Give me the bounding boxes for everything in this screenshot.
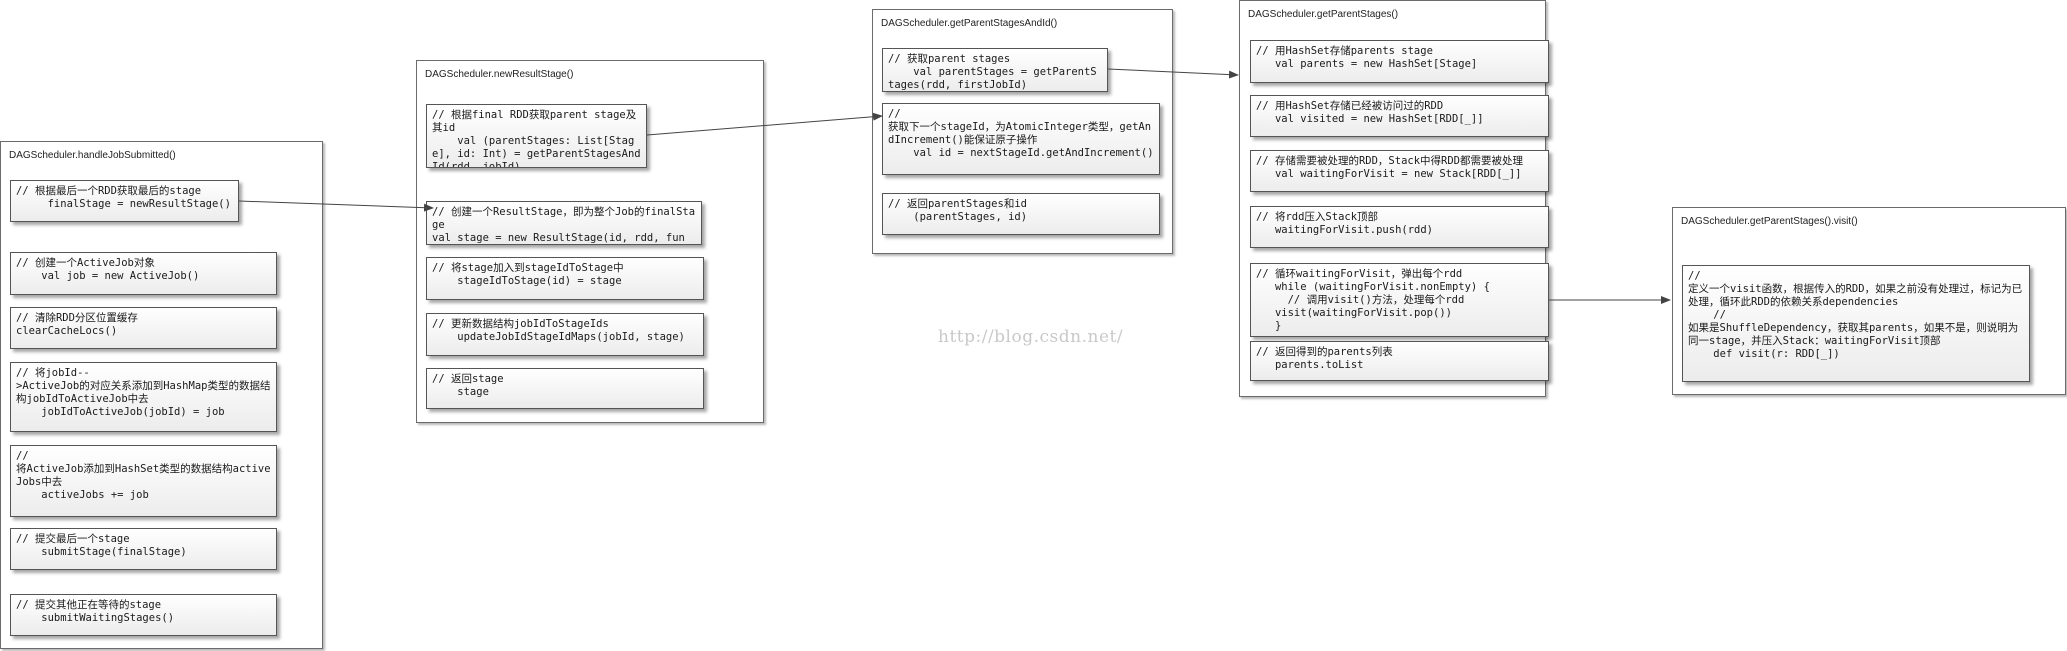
watermark: http://blog.csdn.net/ [938, 327, 1124, 347]
next-stage-id-box: // 获取下一个stageId，为AtomicInteger类型，getAndI… [882, 103, 1160, 175]
submit-waiting-stages-box: // 提交其他正在等待的stage submitWaitingStages() [10, 594, 277, 636]
stage-id-to-stage-box: // 将stage加入到stageIdToStage中 stageIdToSta… [426, 257, 704, 300]
push-rdd-box: // 将rdd压入Stack顶部 waitingForVisit.push(rd… [1250, 206, 1549, 248]
create-result-stage-box: // 创建一个ResultStage，即为整个Job的finalStage va… [426, 201, 702, 245]
final-stage-box: // 根据最后一个RDD获取最后的stage finalStage = newR… [10, 180, 239, 222]
job-id-to-active-job-box: // 将jobId-- >ActiveJob的对应关系添加到HashMap类型的… [10, 362, 277, 432]
panel-title: DAGScheduler.getParentStages().visit() [1681, 216, 1858, 227]
return-parents-list-box: // 返回得到的parents列表 parents.toList [1250, 341, 1549, 381]
panel-title: DAGScheduler.newResultStage() [425, 69, 574, 80]
parents-hashset-box: // 用HashSet存储parents stage val parents =… [1250, 40, 1549, 83]
get-parent-stages-call-box: // 根据final RDD获取parent stage及其id val (pa… [426, 104, 647, 168]
active-jobs-box: // 将ActiveJob添加到HashSet类型的数据结构activeJobs… [10, 445, 277, 517]
return-parent-stages-box: // 返回parentStages和id (parentStages, id) [882, 193, 1160, 235]
visited-hashset-box: // 用HashSet存储已经被访问过的RDD val visited = ne… [1250, 95, 1549, 137]
create-active-job-box: // 创建一个ActiveJob对象 val job = new ActiveJ… [10, 252, 277, 295]
update-job-id-stage-id-maps-box: // 更新数据结构jobIdToStageIds updateJobIdStag… [426, 313, 704, 356]
waiting-for-visit-stack-box: // 存储需要被处理的RDD，Stack中得RDD都需要被处理 val wait… [1250, 150, 1549, 192]
submit-stage-box: // 提交最后一个stage submitStage(finalStage) [10, 528, 277, 570]
while-loop-box: // 循环waitingForVisit，弹出每个rdd while (wait… [1250, 263, 1549, 337]
panel-title: DAGScheduler.getParentStages() [1248, 9, 1399, 20]
panel-title: DAGScheduler.getParentStagesAndId() [881, 18, 1058, 29]
visit-function-box: // 定义一个visit函数，根据传入的RDD，如果之前没有处理过，标记为已处理… [1682, 265, 2030, 382]
get-parent-stages-box: // 获取parent stages val parentStages = ge… [882, 48, 1108, 92]
clear-cache-locs-box: // 清除RDD分区位置缓存 clearCacheLocs() [10, 307, 277, 349]
panel-title: DAGScheduler.handleJobSubmitted() [9, 150, 176, 161]
return-stage-box: // 返回stage stage [426, 368, 704, 409]
